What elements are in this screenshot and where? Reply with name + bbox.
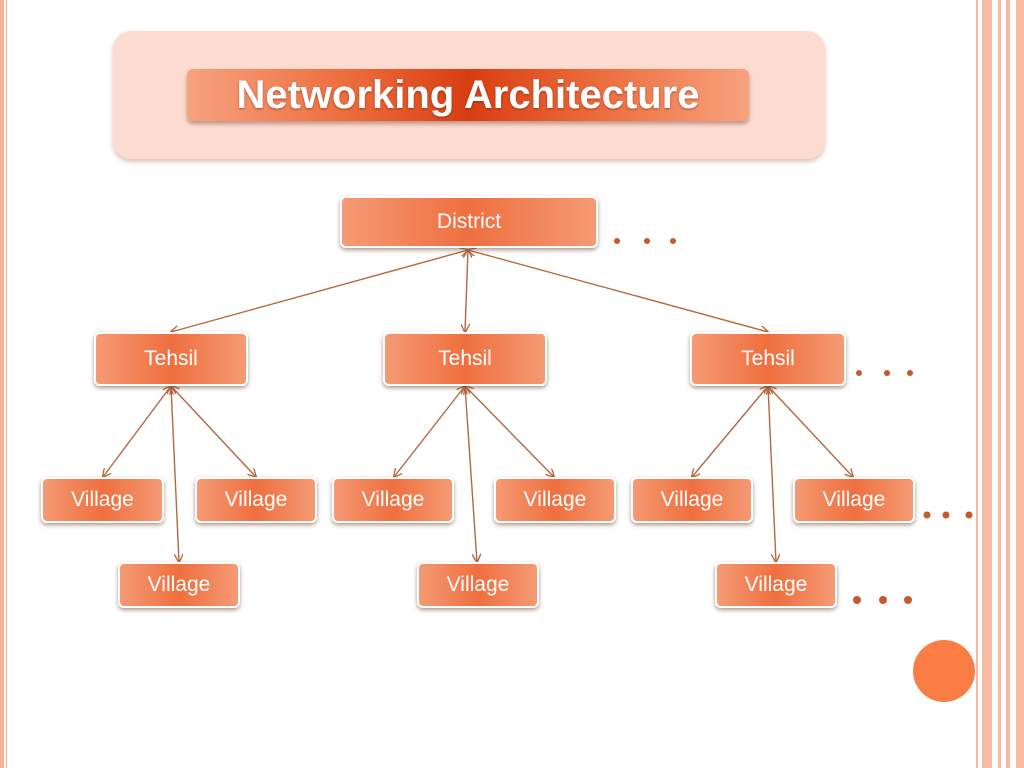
village-label: Village xyxy=(224,488,288,511)
link-tehsil1-village-2 xyxy=(171,386,256,477)
village-label: Village xyxy=(822,488,886,511)
village-label: Village xyxy=(147,573,211,596)
village-label: Village xyxy=(660,488,724,511)
tehsil-label: Tehsil xyxy=(741,347,795,370)
village-node-8: Village xyxy=(417,562,539,608)
ellipsis-tehsil xyxy=(856,370,913,376)
link-district-tehsil-1 xyxy=(171,250,468,332)
left-border-line xyxy=(6,0,7,768)
village-node-9: Village xyxy=(715,562,837,608)
link-tehsil3-village-2 xyxy=(768,386,853,477)
village-label: Village xyxy=(446,573,510,596)
ellipsis-village-row-1 xyxy=(923,511,973,519)
left-border-stripe xyxy=(0,0,4,768)
village-node-6: Village xyxy=(793,477,915,523)
village-node-7: Village xyxy=(118,562,240,608)
link-tehsil3-village-3 xyxy=(768,386,776,562)
district-label: District xyxy=(436,210,502,233)
link-tehsil1-village-3 xyxy=(171,386,179,562)
village-label: Village xyxy=(71,488,134,511)
village-node-4: Village xyxy=(494,477,616,523)
link-tehsil3-village-1 xyxy=(692,386,768,477)
tehsil-label: Tehsil xyxy=(144,347,198,370)
link-tehsil2-village-1 xyxy=(394,386,465,477)
ellipsis-district xyxy=(614,238,676,244)
link-tehsil2-village-3 xyxy=(465,386,477,562)
ellipsis-village-row-2 xyxy=(853,596,912,604)
link-tehsil1-village-1 xyxy=(103,386,171,477)
decorative-circle xyxy=(913,640,975,702)
link-tehsil2-village-2 xyxy=(465,386,554,477)
tehsil-node-2: Tehsil xyxy=(383,332,547,386)
tehsil-node-3: Tehsil xyxy=(690,332,846,386)
village-node-2: Village xyxy=(195,477,317,523)
district-node: District xyxy=(340,196,598,248)
tehsil-node-1: Tehsil xyxy=(94,332,248,386)
village-label: Village xyxy=(523,488,587,511)
village-node-1: Village xyxy=(41,477,164,523)
village-node-3: Village xyxy=(332,477,454,523)
village-label: Village xyxy=(361,488,425,511)
link-district-tehsil-3 xyxy=(468,250,768,332)
village-label: Village xyxy=(744,573,808,596)
tehsil-label: Tehsil xyxy=(438,347,492,370)
link-district-tehsil-2 xyxy=(465,250,468,332)
title-bar: Networking Architecture xyxy=(187,69,749,121)
village-node-5: Village xyxy=(631,477,753,523)
right-border-stripes xyxy=(976,0,1024,768)
slide-title: Networking Architecture xyxy=(236,72,700,117)
